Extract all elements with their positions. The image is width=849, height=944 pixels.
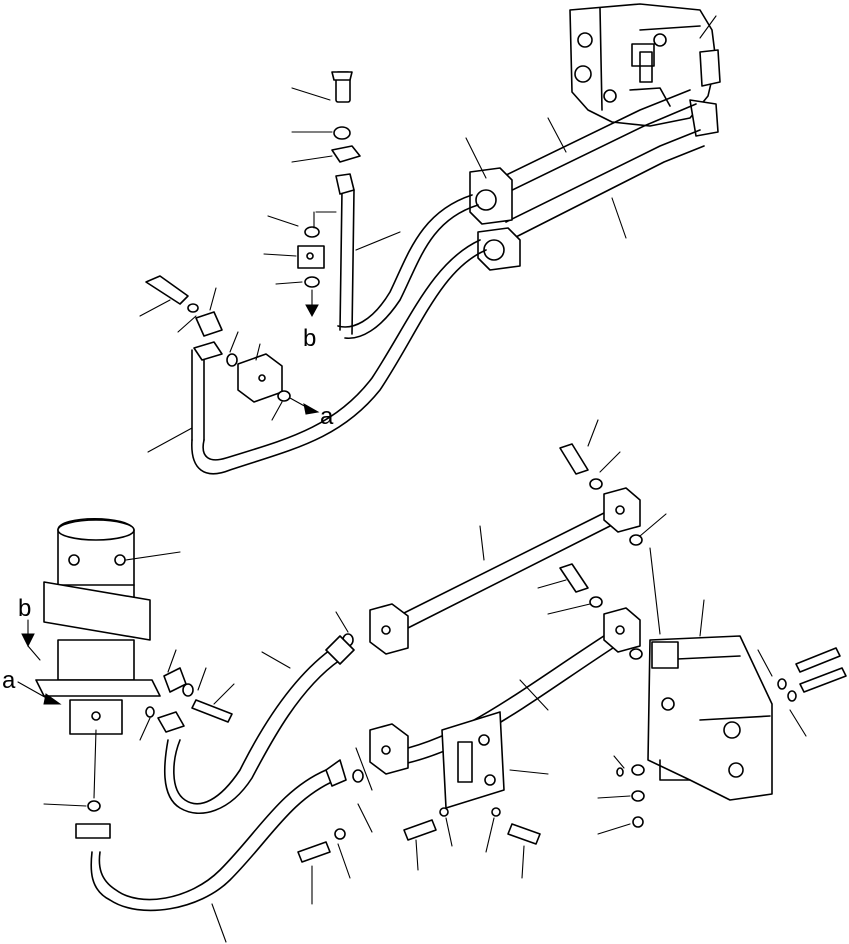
fitting-stack-upper (297, 71, 361, 318)
upper-rigid-pipes (495, 89, 705, 241)
pipe-flange-blocks-upper (469, 167, 521, 271)
leader-lines-upper (139, 15, 717, 453)
pipe-flange-blocks-lower (369, 487, 641, 775)
leader-lines-lower (43, 419, 807, 943)
fittings-lower (75, 443, 847, 863)
pipe-bracket (441, 711, 505, 809)
swivel-joint-assembly (35, 518, 161, 735)
callout-label-b-upper: b (303, 325, 316, 352)
lower-hoses (90, 649, 341, 912)
fitting-stack-upper-left (145, 275, 320, 415)
control-valve-upper (569, 3, 721, 137)
upper-hoses (191, 189, 487, 475)
callout-label-a-upper: a (320, 403, 334, 430)
callout-label-a-lower: a (2, 667, 16, 694)
control-valve-lower (647, 635, 773, 801)
callout-label-b-lower: b (18, 595, 31, 622)
callout-arrows-lower (17, 619, 62, 705)
lower-rigid-pipes (389, 509, 617, 767)
